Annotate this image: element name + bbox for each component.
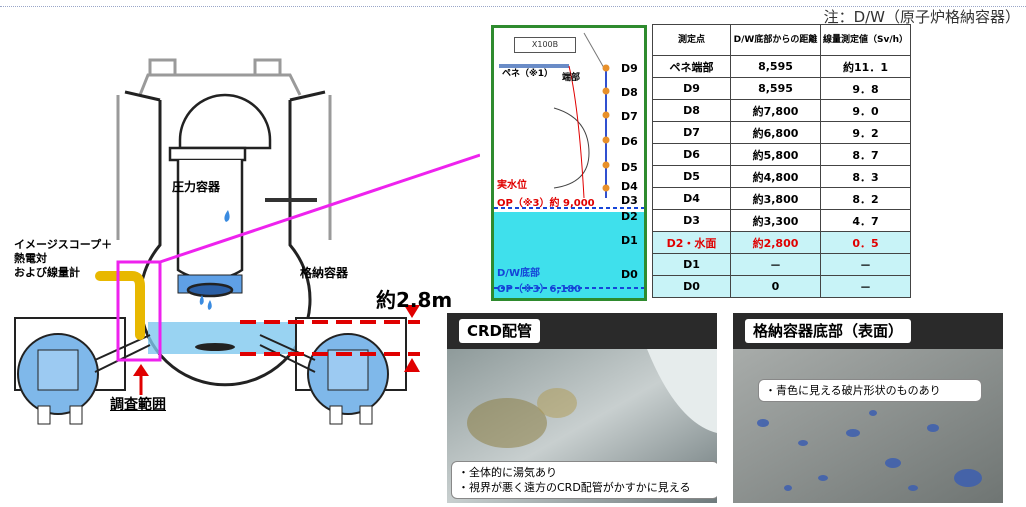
point-d4: D4 (621, 180, 638, 193)
cell-point: D5 (652, 165, 731, 188)
cell-dose: － (820, 253, 911, 276)
cell-point: D0 (652, 275, 731, 298)
note-text: 注：D/W（原子炉格納容器） (823, 8, 1020, 26)
cell-distance: 0 (730, 275, 821, 298)
cell-dose: 8．3 (820, 165, 911, 188)
cell-dose: 8．7 (820, 143, 911, 166)
table-header-row: 測定点 D/W底部からの距離 線量測定値（Sv/h） (652, 24, 911, 56)
cell-distance: 約5,800 (730, 143, 821, 166)
pressure-vessel (168, 93, 272, 310)
cell-distance: 約4,800 (730, 165, 821, 188)
dw-bottom-label: D/W底部 (497, 268, 540, 279)
survey-range-box (116, 260, 162, 362)
table-row: D1－－ (652, 253, 911, 276)
cell-point: D1 (652, 253, 731, 276)
inset-drawing (494, 32, 644, 289)
cell-distance: － (730, 253, 821, 276)
dw-bottom-op: OP（※3）6,180 (497, 284, 582, 295)
containment-schematic (14, 58, 480, 425)
cell-point: D4 (652, 187, 731, 210)
top-divider (0, 6, 1026, 7)
point-d6: D6 (621, 135, 638, 148)
cell-distance: 8,595 (730, 77, 821, 100)
point-d5: D5 (621, 161, 638, 174)
photo-crd-pipe: CRD配管 ・全体的に湯気あり ・視界が悪く遠方のCRD配管がかすかに見える (447, 313, 717, 503)
cell-point: D2・水面 (652, 231, 731, 254)
cell-dose: 9．0 (820, 99, 911, 122)
cell-dose: 0．5 (820, 231, 911, 254)
measurement-dots (602, 64, 610, 192)
water-level-op: OP（※3）約 9,000 (497, 198, 595, 209)
photo-crd-title: CRD配管 (447, 313, 717, 349)
photo-floor-title: 格納容器底部（表面） (733, 313, 1003, 349)
point-d8: D8 (621, 86, 638, 99)
cell-point: D6 (652, 143, 731, 166)
cell-distance: 8,595 (730, 55, 821, 78)
pressure-vessel-label: 圧力容器 (172, 180, 221, 194)
cell-dose: － (820, 275, 911, 298)
header-point: 測定点 (652, 24, 731, 56)
cell-point: D7 (652, 121, 731, 144)
point-d0: D0 (621, 268, 638, 281)
x100b-label: X100B (514, 37, 576, 53)
cell-distance: 約2,800 (730, 231, 821, 254)
cell-point: D3 (652, 209, 731, 232)
point-d7: D7 (621, 110, 638, 123)
torus-left (14, 317, 151, 425)
penetration-label: ペネ（※1） (502, 69, 554, 79)
building-outline (116, 58, 332, 240)
photo-containment-floor: 格納容器底部（表面） ・青色に見える破片形状のものあり (733, 313, 1003, 503)
photo-crd-caption: ・全体的に湯気あり ・視界が悪く遠方のCRD配管がかすかに見える (451, 461, 717, 499)
cell-dose: 9．8 (820, 77, 911, 100)
probe-label: イメージスコープ＋ 熱電対 および線量計 (14, 238, 113, 279)
photo-floor-caption: ・青色に見える破片形状のものあり (758, 379, 982, 402)
cell-dose: 9．2 (820, 121, 911, 144)
point-d9: D9 (621, 62, 638, 75)
cell-distance: 約6,800 (730, 121, 821, 144)
cell-dose: 8．2 (820, 187, 911, 210)
cell-dose: 約11．1 (820, 55, 911, 78)
header-dose: 線量測定値（Sv/h） (820, 24, 911, 56)
header-distance: D/W底部からの距離 (730, 24, 821, 56)
cell-distance: 約3,300 (730, 209, 821, 232)
water-height-label: 約2.8m (376, 288, 453, 312)
point-d1: D1 (621, 234, 638, 247)
probe-cable (95, 271, 145, 340)
cell-distance: 約3,800 (730, 187, 821, 210)
cell-point: D9 (652, 77, 731, 100)
containment-label: 格納容器 (300, 266, 349, 280)
measurement-inset: X100B ペネ（※1） 端部 D9 D8 D7 D6 D5 D4 D3 D2 … (491, 25, 647, 301)
cell-point: D8 (652, 99, 731, 122)
cell-distance: 約7,800 (730, 99, 821, 122)
cell-point: ペネ端部 (652, 55, 731, 78)
vent-pipe (265, 198, 317, 202)
inset-water (494, 212, 644, 298)
water-level-label: 実水位 (497, 180, 527, 191)
edge-label: 端部 (562, 73, 581, 83)
point-d3: D3 (621, 194, 638, 207)
point-d2: D2 (621, 210, 638, 223)
survey-range-label: 調査範囲 (110, 397, 166, 413)
cell-dose: 4．7 (820, 209, 911, 232)
